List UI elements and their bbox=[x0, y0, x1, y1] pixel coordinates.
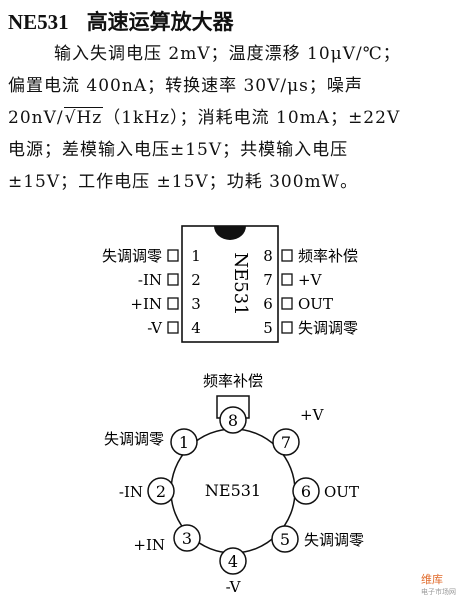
pin-label: +V bbox=[300, 406, 325, 424]
pin-number: 4 bbox=[228, 552, 238, 571]
dip-chip-label: NE531 bbox=[230, 252, 251, 315]
pin-number: 7 bbox=[263, 271, 273, 289]
pin-label: -IN bbox=[119, 483, 143, 501]
pin-label: +IN bbox=[130, 295, 162, 313]
pin-label: 频率补偿 bbox=[203, 372, 263, 390]
dip-package-diagram: NE531 1 失调调零 2 -IN 3 +IN 4 -V 8 频率补偿 7 +… bbox=[102, 225, 358, 343]
dip-right-pin: 6 OUT bbox=[263, 295, 333, 313]
pin-label: 失调调零 bbox=[104, 430, 164, 448]
dip-notch bbox=[214, 226, 246, 240]
dip-body bbox=[181, 225, 279, 343]
part-number: NE531 bbox=[8, 10, 69, 34]
pin-label: +IN bbox=[133, 536, 165, 554]
pin-label: 失调调零 bbox=[304, 531, 364, 549]
pin-number: 7 bbox=[281, 433, 291, 452]
can-pin: 1 失调调零 bbox=[104, 428, 198, 456]
pin-number: 6 bbox=[263, 295, 273, 313]
can-pin: 3 +IN bbox=[133, 524, 201, 554]
can-pin: 6 OUT bbox=[292, 477, 359, 505]
can-pin: 4 -V bbox=[219, 547, 247, 596]
pin-number: 1 bbox=[179, 433, 189, 452]
pin-label: 频率补偿 bbox=[298, 247, 358, 265]
sqrt-unit: Hz bbox=[76, 108, 103, 128]
spec-line: 偏置电流 400nA；转换速率 30V/μs；噪声 bbox=[8, 76, 363, 96]
can-pin: 2 -IN bbox=[119, 477, 175, 505]
can-pin: 7 +V bbox=[272, 406, 325, 456]
watermark-sub: 电子市场网 bbox=[421, 588, 456, 596]
spec-paragraph: 输入失调电压 2mV；温度漂移 10μV/℃； 偏置电流 400nA；转换速率 … bbox=[8, 38, 456, 198]
watermark-logo: 维库 电子市场网 bbox=[421, 571, 456, 597]
pin-number: 5 bbox=[280, 530, 290, 549]
page-title: NE531 高速运算放大器 bbox=[8, 6, 234, 36]
pin-number: 5 bbox=[263, 319, 273, 337]
pin-label: OUT bbox=[324, 483, 359, 501]
pin-label: -V bbox=[147, 319, 163, 337]
can-chip-label: NE531 bbox=[205, 481, 261, 500]
dip-left-pin: 1 失调调零 bbox=[102, 247, 201, 265]
spec-line: 输入失调电压 2mV；温度漂移 10μV/℃； bbox=[54, 44, 401, 64]
pin-number: 8 bbox=[263, 247, 273, 265]
noise-rest: （1kHz）；消耗电流 10mA；±22V bbox=[103, 108, 401, 128]
pin-number: 1 bbox=[191, 247, 201, 265]
noise-value: 20nV/ bbox=[8, 108, 64, 128]
dip-left-pin: 2 -IN bbox=[138, 271, 201, 289]
pin-label: OUT bbox=[298, 295, 333, 313]
pin-label: 失调调零 bbox=[298, 319, 358, 337]
can-pin: 5 失调调零 bbox=[271, 525, 364, 553]
can-pin: 8 频率补偿 bbox=[203, 372, 263, 434]
pin-label: -IN bbox=[138, 271, 162, 289]
dip-right-pin: 5 失调调零 bbox=[263, 319, 358, 337]
dip-left-pin: 4 -V bbox=[147, 319, 201, 337]
pin-number: 2 bbox=[156, 482, 166, 501]
spec-line-noise: 20nV/√Hz（1kHz）；消耗电流 10mA；±22V bbox=[8, 102, 456, 134]
pin-label: -V bbox=[226, 578, 242, 596]
sqrt-symbol: √Hz bbox=[63, 107, 104, 128]
can-package-diagram: NE531 8 频率补偿 7 +V 6 OUT 5 失调调零 4 -V 3 +I… bbox=[104, 372, 364, 596]
pin-number: 2 bbox=[191, 271, 201, 289]
pin-number: 3 bbox=[191, 295, 201, 313]
part-description: 高速运算放大器 bbox=[86, 9, 234, 34]
pin-label: 失调调零 bbox=[102, 247, 162, 265]
dip-right-pin: 7 +V bbox=[263, 271, 322, 289]
spec-line: ±15V；工作电压 ±15V；功耗 300mW。 bbox=[8, 172, 359, 192]
dip-left-pin: 3 +IN bbox=[130, 295, 200, 313]
watermark-brand: 维库 bbox=[421, 573, 443, 586]
dip-right-pin: 8 频率补偿 bbox=[263, 247, 358, 265]
pin-number: 4 bbox=[191, 319, 201, 337]
pin-number: 8 bbox=[228, 411, 238, 430]
pin-number: 3 bbox=[182, 529, 192, 548]
pin-label: +V bbox=[298, 271, 323, 289]
spec-line: 电源；差模输入电压±15V；共模输入电压 bbox=[8, 140, 349, 160]
pin-number: 6 bbox=[301, 482, 311, 501]
